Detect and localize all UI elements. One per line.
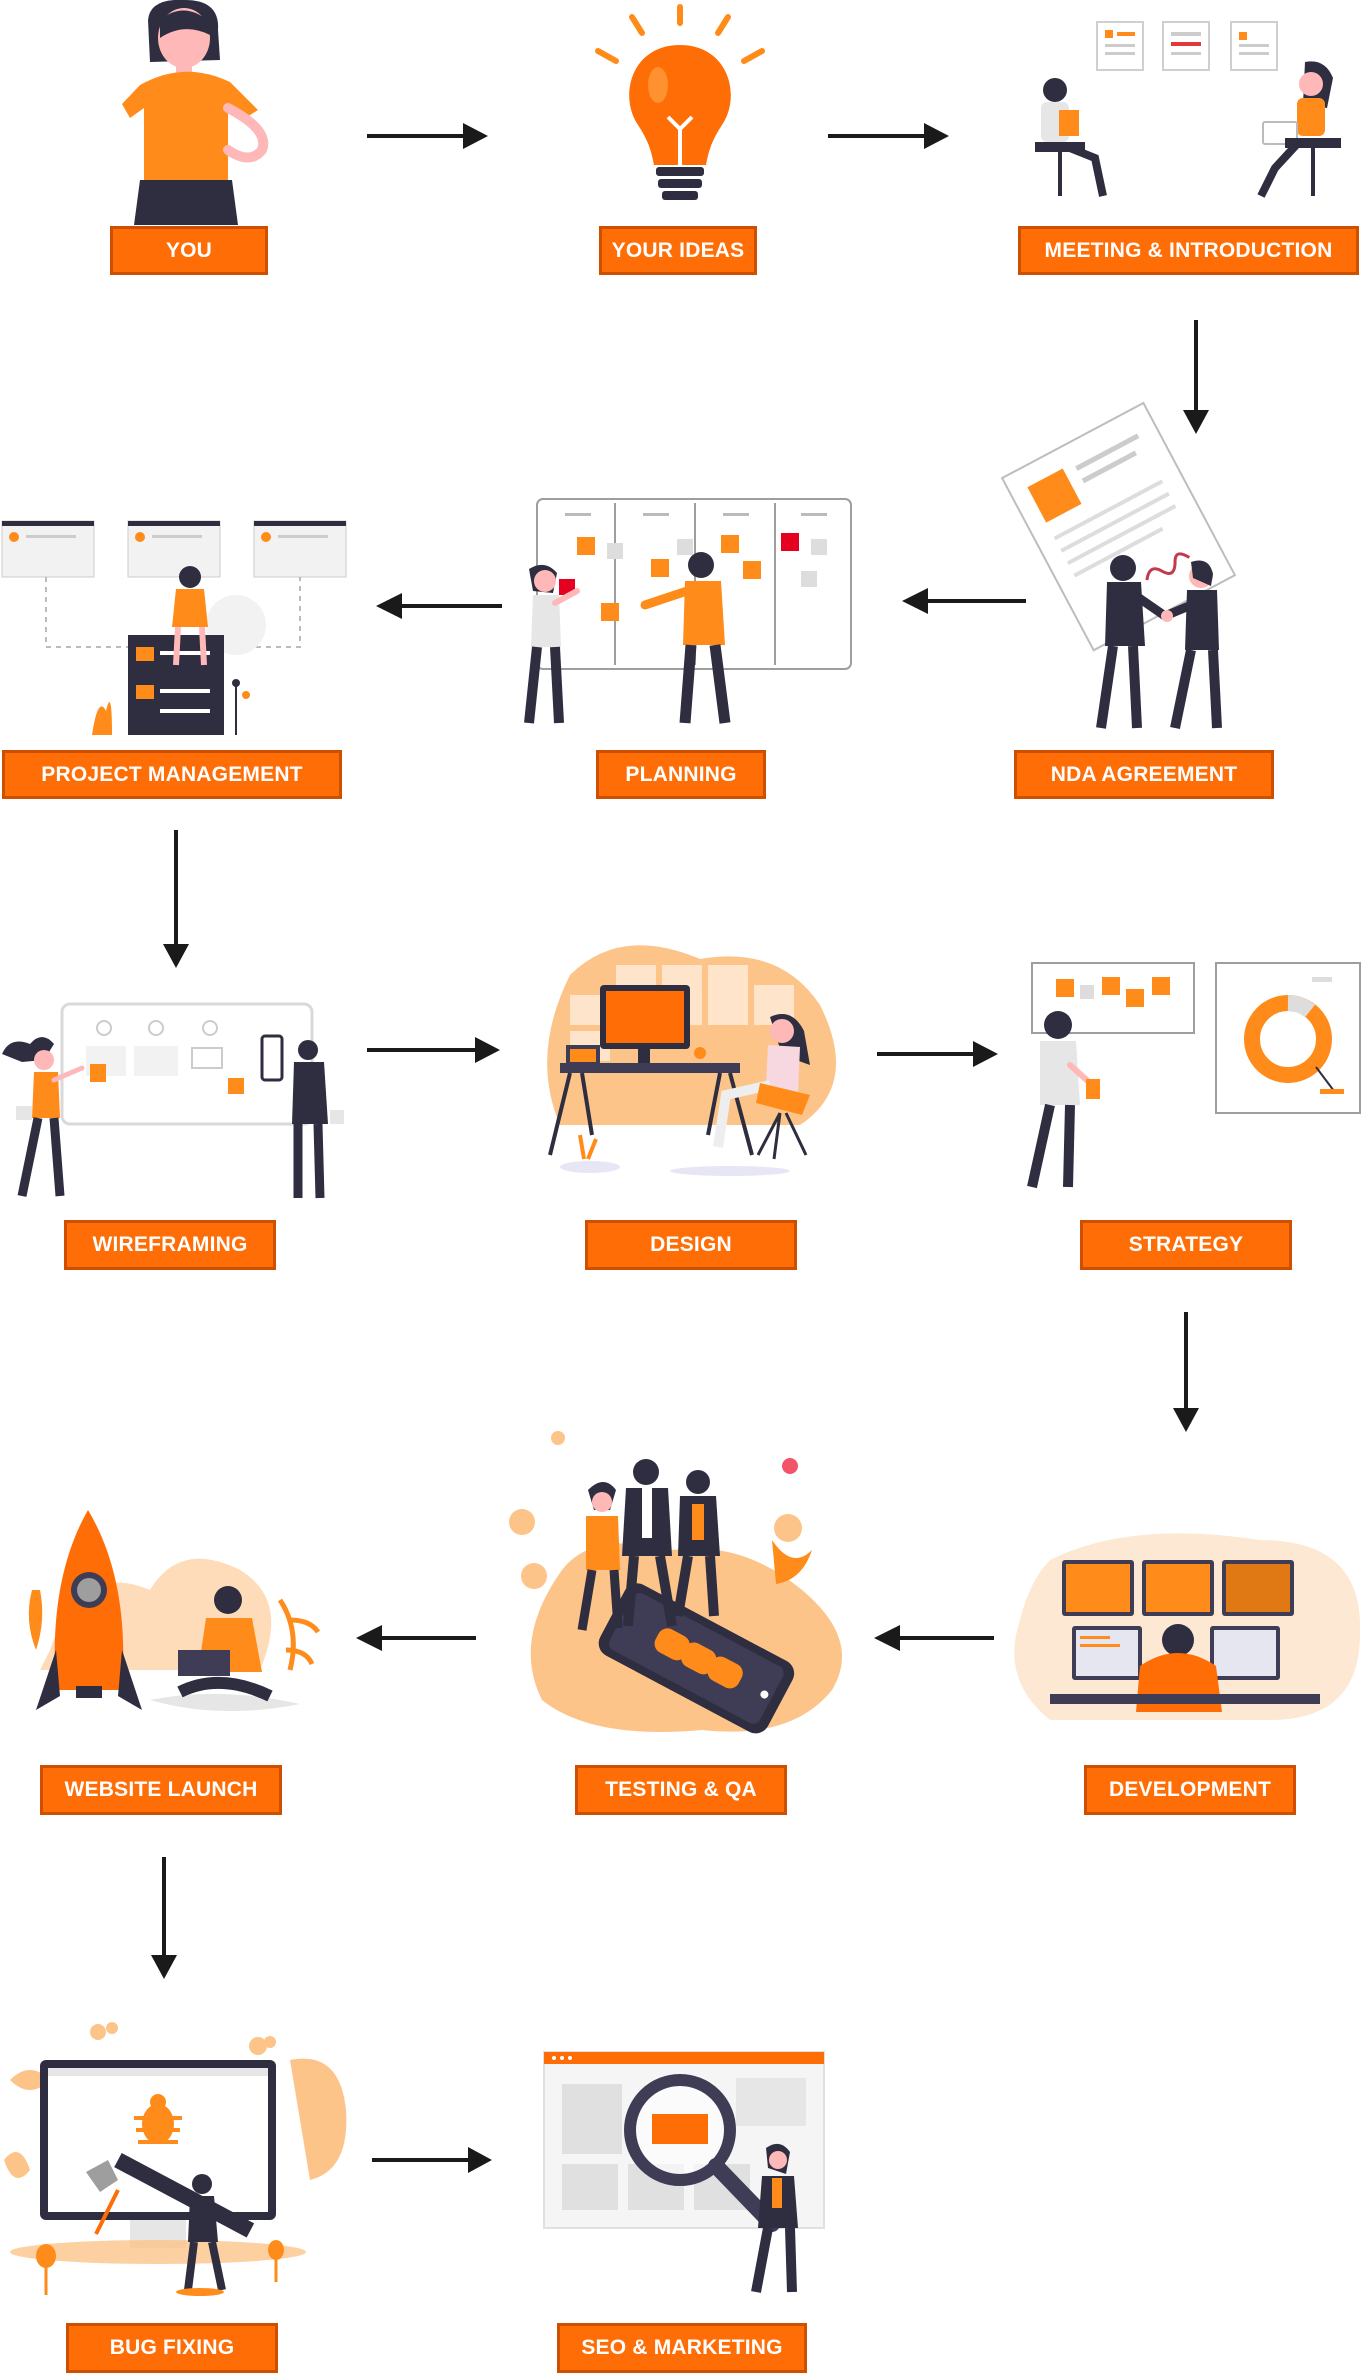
step-label-wireframing: WIREFRAMING (64, 1220, 276, 1270)
arrow-right-icon (367, 1037, 500, 1063)
developer-monitors-icon (1014, 1533, 1361, 1720)
step-label-development: DEVELOPMENT (1084, 1765, 1296, 1815)
arrow-down-icon (151, 1857, 177, 1979)
step-label-project-management: PROJECT MANAGEMENT (2, 750, 342, 799)
arrow-right-icon (877, 1041, 998, 1067)
step-label-your-ideas: YOUR IDEAS (599, 226, 757, 275)
arrow-left-icon (902, 588, 1026, 614)
handshake-contract-icon (1000, 401, 1237, 730)
arrow-right-icon (372, 2147, 492, 2173)
magnifier-icon (543, 2051, 825, 2293)
arrow-left-icon (376, 593, 502, 619)
arrow-left-icon (356, 1625, 476, 1651)
lightbulb-icon (595, 4, 765, 200)
step-label-you: YOU (110, 226, 268, 275)
arrow-right-icon (828, 123, 949, 149)
step-label-meeting: MEETING & INTRODUCTION (1018, 226, 1359, 275)
testing-phone-icon (509, 1431, 842, 1734)
meeting-icon (1035, 21, 1341, 198)
step-label-seo-marketing: SEO & MARKETING (557, 2323, 807, 2373)
arrow-right-icon (367, 123, 488, 149)
design-desk-icon (547, 945, 836, 1176)
step-label-bug-fixing: BUG FIXING (66, 2323, 278, 2373)
project-board-icon (1, 520, 347, 735)
bug-monitor-icon (4, 2022, 347, 2296)
step-label-planning: PLANNING (596, 750, 766, 799)
wireframe-icon (2, 1002, 344, 1199)
step-label-nda: NDA AGREEMENT (1014, 750, 1274, 799)
step-label-strategy: STRATEGY (1080, 1220, 1292, 1270)
rocket-icon (28, 1510, 321, 1712)
step-label-website-launch: WEBSITE LAUNCH (40, 1765, 282, 1815)
planning-board-icon (524, 498, 852, 724)
step-label-design: DESIGN (585, 1220, 797, 1270)
arrow-down-icon (1183, 320, 1209, 434)
arrow-down-icon (163, 830, 189, 968)
arrow-left-icon (874, 1625, 994, 1651)
step-label-testing-qa: TESTING & QA (575, 1765, 787, 1815)
person-icon (122, 0, 269, 225)
strategy-chart-icon (1027, 962, 1361, 1189)
arrow-down-icon (1173, 1312, 1199, 1432)
